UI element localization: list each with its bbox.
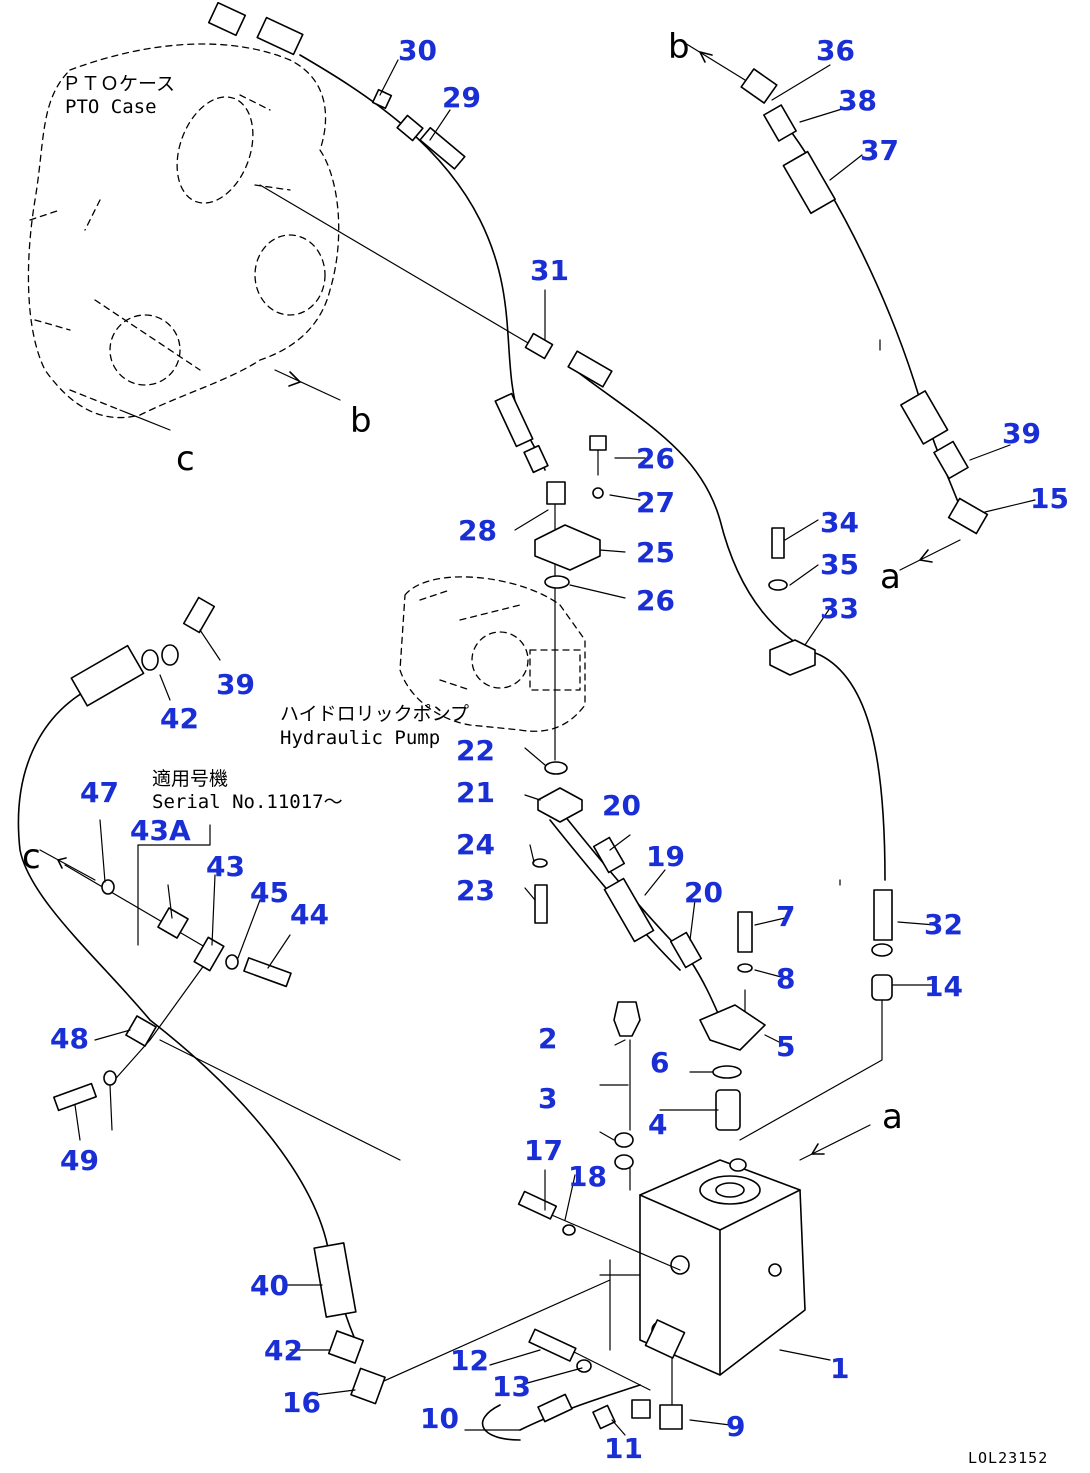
- callout-42-top: 42: [160, 702, 199, 735]
- callout-15: 15: [1030, 482, 1069, 515]
- callout-44: 44: [290, 898, 329, 931]
- callout-1: 1: [830, 1352, 849, 1385]
- callout-2: 2: [538, 1022, 557, 1055]
- pto-case-label-jp: ＰＴＯケース: [62, 73, 175, 95]
- callout-5: 5: [776, 1030, 795, 1063]
- ref-letter-b-top: b: [668, 27, 690, 67]
- callout-6: 6: [650, 1046, 669, 1079]
- callout-20-upper: 20: [602, 789, 641, 822]
- pump-label-en: Hydraulic Pump: [280, 727, 440, 749]
- callout-41: 40: [250, 1269, 289, 1302]
- callout-42-bottom: 42: [264, 1334, 303, 1367]
- callout-22: 22: [456, 734, 495, 767]
- callout-40: 39: [216, 668, 255, 701]
- ref-letter-a-block: a: [882, 1097, 903, 1137]
- callout-34: 33: [820, 592, 859, 625]
- callout-23: 23: [456, 874, 495, 907]
- callout-19: 19: [646, 840, 685, 873]
- callout-17: 17: [524, 1134, 563, 1167]
- callout-33: 32: [924, 908, 963, 941]
- callout-20-lower: 20: [684, 876, 723, 909]
- valve-block: [599, 1159, 806, 1376]
- callout-18: 18: [568, 1160, 607, 1193]
- callout-38: 37: [860, 134, 899, 167]
- callout-21: 21: [456, 776, 495, 809]
- callout-25: 25: [636, 536, 675, 569]
- callout-9: 9: [726, 1410, 745, 1443]
- ref-letter-c-pto: c: [176, 439, 195, 479]
- callout-7: 7: [776, 900, 795, 933]
- callout-16: 16: [282, 1386, 321, 1419]
- pto-case: [27, 43, 340, 419]
- callout-4: 4: [648, 1108, 667, 1141]
- drawing-code: LOL23152: [968, 1449, 1048, 1467]
- ref-letter-c-left: c: [22, 837, 41, 877]
- callout-8: 8: [776, 962, 795, 995]
- ref-letter-b-pto: b: [350, 401, 372, 441]
- callout-27: 26: [636, 442, 675, 475]
- callout-13: 13: [492, 1370, 531, 1403]
- callout-29: 28: [458, 514, 497, 547]
- ref-letter-a-right: a: [880, 557, 901, 597]
- callout-45: 45: [250, 876, 289, 909]
- callout-26: 26: [636, 584, 675, 617]
- callouts: 30 29 31 36 38 37 39 15 26 27 28 25 26 3…: [50, 34, 1069, 1465]
- callout-48: 49: [60, 1144, 99, 1177]
- callout-11: 11: [604, 1432, 643, 1465]
- callout-28: 27: [636, 486, 675, 519]
- callout-37: 36: [816, 34, 855, 67]
- callout-14: 14: [924, 970, 963, 1003]
- pto-case-label-en: PTO Case: [65, 96, 157, 118]
- callout-12: 12: [450, 1344, 489, 1377]
- callout-35: 34: [820, 506, 859, 539]
- callout-43: 43: [206, 850, 245, 883]
- callout-32: 31: [530, 254, 569, 287]
- fittings: [53, 1, 989, 1430]
- callout-47: 48: [50, 1022, 89, 1055]
- callout-36: 35: [820, 548, 859, 581]
- callout-43A: 43A: [130, 814, 191, 847]
- callout-10: 10: [420, 1402, 459, 1435]
- callout-46: 47: [80, 776, 119, 809]
- serial-label-en: Serial No.11017～: [152, 791, 343, 813]
- pump-label-jp: ハイドロリックポンプ: [280, 703, 469, 725]
- serial-label-jp: 適用号機: [152, 768, 228, 790]
- callout-3: 3: [538, 1082, 557, 1115]
- reference-arrows: [39, 39, 961, 1161]
- callout-30: 29: [442, 81, 481, 114]
- callout-39-bottom: 39: [1002, 417, 1041, 450]
- callout-39-top: 38: [838, 84, 877, 117]
- leader-lines: [74, 59, 1036, 1436]
- callout-31: 30: [398, 34, 437, 67]
- callout-24: 24: [456, 828, 495, 861]
